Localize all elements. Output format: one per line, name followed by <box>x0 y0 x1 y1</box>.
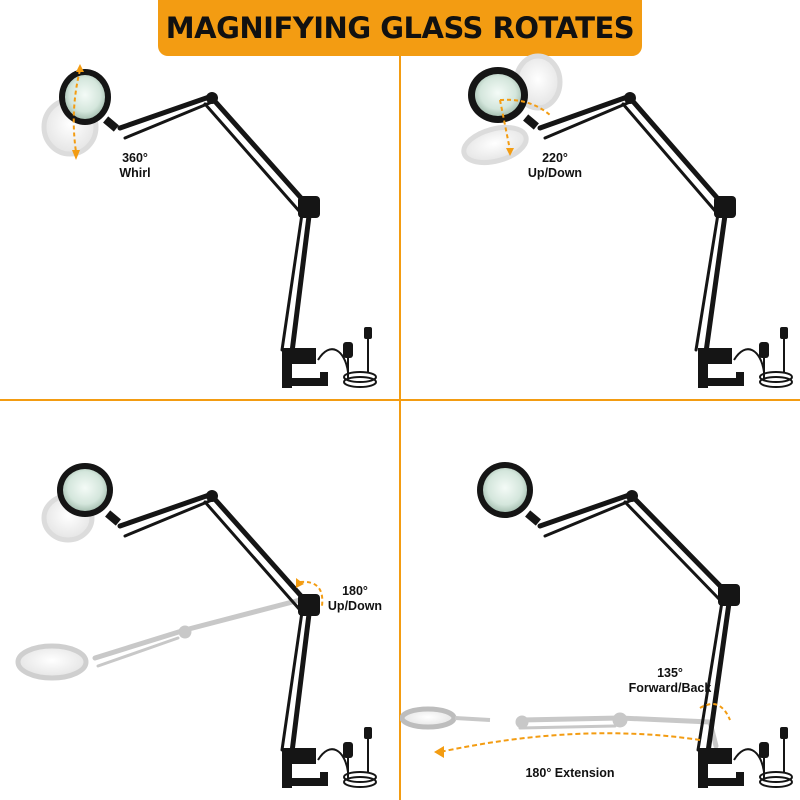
power-cable <box>317 735 377 788</box>
usb-plug-icon <box>780 727 788 739</box>
ghost-arm <box>92 597 303 668</box>
desk-clamp <box>698 748 744 788</box>
rotation-arrow-icon <box>72 64 84 160</box>
extension-text: 180° Extension <box>525 766 615 780</box>
vertical-divider <box>399 56 401 800</box>
lamp-illustration <box>400 462 793 788</box>
title-banner: MAGNIFYING GLASS ROTATES <box>158 0 642 56</box>
rotation-motion: Up/Down <box>527 166 583 180</box>
lamp-arm <box>117 93 313 355</box>
extension-label: 180° Extension <box>510 766 630 781</box>
switch-icon <box>343 342 353 358</box>
lamp-arm <box>537 93 729 355</box>
rotation-degree: 220° <box>542 151 568 165</box>
rotation-label: 220° Up/Down <box>520 151 590 181</box>
rotation-motion: Up/Down <box>327 599 383 613</box>
power-cable <box>733 335 793 388</box>
lamp-illustration <box>15 463 377 788</box>
usb-plug-icon <box>780 327 788 339</box>
switch-icon <box>343 742 353 758</box>
rotation-label: 180° Up/Down <box>320 584 390 614</box>
arm-joints <box>624 92 736 218</box>
rotation-label: 360° Whirl <box>110 151 160 181</box>
magnifier-lens <box>468 67 539 130</box>
desk-clamp <box>282 748 328 788</box>
power-cable <box>317 335 377 388</box>
rotation-arrow-icon <box>499 98 551 156</box>
ghost-lens <box>400 706 491 730</box>
switch-icon <box>759 342 769 358</box>
switch-icon <box>759 742 769 758</box>
extension-arrow-icon <box>434 732 701 758</box>
usb-plug-icon <box>364 727 372 739</box>
desk-clamp <box>698 348 744 388</box>
lamp-arm <box>537 491 733 755</box>
lamp-illustration <box>41 64 377 388</box>
rotation-arrow-icon <box>699 703 731 721</box>
magnifier-lens <box>477 462 541 526</box>
banner-title: MAGNIFYING GLASS ROTATES <box>165 11 635 45</box>
arm-joints <box>206 92 320 218</box>
lamp-arm <box>117 491 313 755</box>
rotation-degree: 180° <box>342 584 368 598</box>
lamp-illustration <box>461 53 793 388</box>
panel-forward-back: 135° Forward/Back 180° Extension <box>400 400 800 800</box>
horizontal-divider <box>0 399 800 401</box>
power-cable <box>733 735 793 788</box>
arm-joints <box>626 490 740 606</box>
usb-plug-icon <box>364 327 372 339</box>
arm-joints <box>206 490 320 616</box>
ghost-lens <box>15 643 89 681</box>
panel-whirl: 360° Whirl <box>0 0 400 400</box>
ghost-arm <box>515 712 719 749</box>
rotation-degree: 360° <box>122 151 148 165</box>
desk-clamp <box>282 348 328 388</box>
magnifier-lens <box>57 463 121 526</box>
rotation-motion: Forward/Back <box>628 681 712 695</box>
rotation-label: 135° Forward/Back <box>620 666 720 696</box>
rotation-motion: Whirl <box>119 166 151 180</box>
rotation-arrow-icon <box>296 578 324 607</box>
panel-arm-up-down: 180° Up/Down <box>0 400 400 800</box>
panel-head-up-down: 220° Up/Down <box>400 0 800 400</box>
rotation-degree: 135° <box>657 666 683 680</box>
